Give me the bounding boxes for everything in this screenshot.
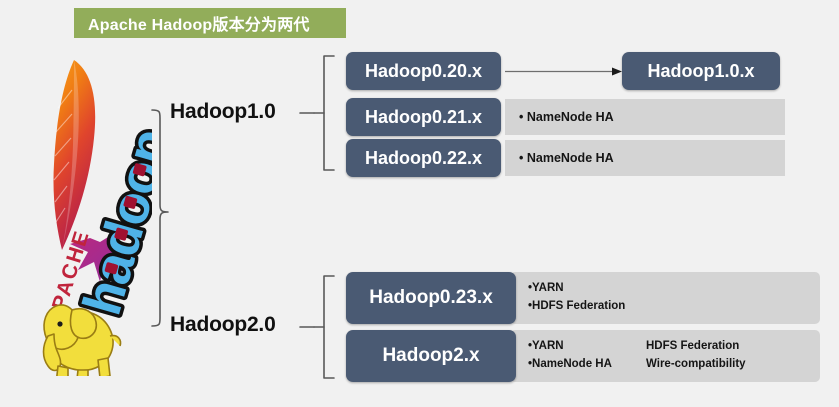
feature-item: HDFS Federation — [646, 340, 740, 353]
version-box-hadoop0-20-x[interactable]: Hadoop0.20.x — [346, 52, 501, 90]
version-box-hadoop0-23-x[interactable]: Hadoop0.23.x — [346, 272, 516, 324]
arrow-020-to-100 — [505, 67, 622, 76]
bracket-group2 — [323, 275, 335, 379]
feature-item: Wire-compatibility — [646, 358, 746, 370]
main-brace — [151, 109, 169, 327]
version-box-label: Hadoop1.0.x — [647, 60, 755, 81]
generation-label-hadoop1: Hadoop1.0 — [170, 100, 276, 123]
generation-label-hadoop2: Hadoop2.0 — [170, 313, 276, 336]
feature-row: •YARN — [528, 280, 820, 298]
feature-item: •YARN — [528, 282, 564, 295]
feature-item: • NameNode HA — [519, 151, 614, 165]
feature-row: •NameNode HA Wire-compatibility — [528, 356, 820, 374]
feature-item: •YARN — [528, 340, 564, 353]
version-box-label: Hadoop0.22.x — [364, 147, 483, 168]
bracket-group1 — [323, 55, 335, 171]
version-box-label: Hadoop0.23.x — [369, 287, 493, 308]
version-box-label: Hadoop0.20.x — [364, 60, 483, 81]
version-box-hadoop1-0-x[interactable]: Hadoop1.0.x — [622, 52, 780, 90]
feature-panel-hadoop0-21: • NameNode HA — [505, 99, 785, 135]
title-banner: Apache Hadoop版本分为两代 — [74, 8, 346, 38]
version-box-hadoop0-22-x[interactable]: Hadoop0.22.x — [346, 139, 501, 177]
feature-item: •NameNode HA — [528, 358, 612, 370]
version-box-label: Hadoop2.x — [382, 345, 480, 366]
feature-panel-hadoop2-x: •YARN HDFS Federation •NameNode HA Wire-… — [510, 330, 820, 382]
apache-hadoop-logo: APACHE hadoop hadoop — [22, 46, 152, 376]
version-box-hadoop2-x[interactable]: Hadoop2.x — [346, 330, 516, 382]
logo-feather — [53, 60, 96, 250]
version-box-label: Hadoop0.21.x — [364, 106, 483, 127]
feature-row: •HDFS Federation — [528, 298, 820, 316]
banner-title: Apache Hadoop版本分为两代 — [88, 17, 310, 34]
feature-item: • NameNode HA — [519, 110, 614, 124]
feature-row: •YARN HDFS Federation — [528, 338, 820, 356]
feature-panel-hadoop0-23: •YARN •HDFS Federation — [510, 272, 820, 324]
logo-elephant — [42, 304, 122, 376]
version-box-hadoop0-21-x[interactable]: Hadoop0.21.x — [346, 98, 501, 136]
feature-panel-hadoop0-22: • NameNode HA — [505, 140, 785, 176]
feature-item: •HDFS Federation — [528, 300, 626, 312]
logo-starburst — [70, 226, 134, 282]
